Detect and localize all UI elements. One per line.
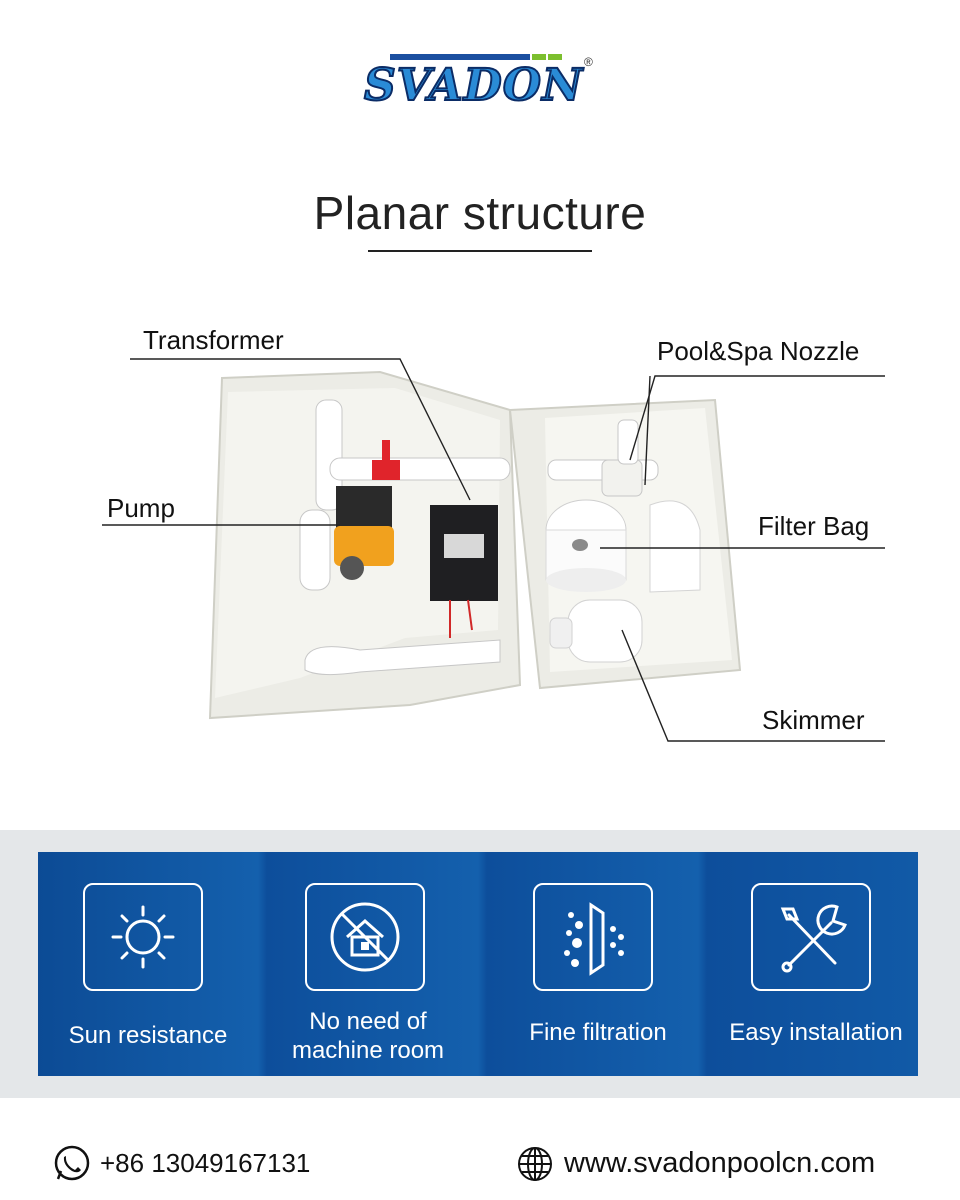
feature-easy-installation: Easy installation — [706, 852, 926, 1076]
callout-transformer: Transformer — [143, 325, 284, 355]
brand-logo: SVADON ® — [362, 48, 602, 112]
logo-wordmark: SVADON — [364, 60, 584, 108]
filtration-icon — [533, 883, 653, 991]
feature-panel: Sun resistance No need of machine room — [38, 852, 918, 1076]
feature-label-line-1: No need of — [309, 1008, 427, 1035]
tools-icon — [751, 883, 871, 991]
callout-skimmer: Skimmer — [762, 705, 865, 735]
callout-filter-bag: Filter Bag — [758, 511, 870, 541]
phone-number[interactable]: +86 13049167131 — [100, 1148, 311, 1178]
callout-pump: Pump — [107, 493, 175, 523]
sun-icon — [83, 883, 203, 991]
feature-sun-resistance: Sun resistance — [38, 852, 258, 1076]
feature-label: Sun resistance — [68, 1022, 228, 1049]
no-house-icon — [305, 883, 425, 991]
feature-label: Easy installation — [729, 1019, 903, 1046]
page-title: Planar structure — [313, 187, 647, 239]
trademark-mark: ® — [584, 55, 593, 69]
feature-no-machine-room: No need of machine room — [258, 852, 478, 1076]
product-photo: Transformer Pool&Spa Nozzle Pump Filter … — [0, 300, 960, 780]
title-underline — [368, 250, 592, 252]
feature-label-line-2: machine room — [291, 1037, 445, 1064]
globe-icon — [516, 1145, 554, 1183]
website-link[interactable]: www.svadonpoolcn.com — [564, 1147, 876, 1179]
feature-fine-filtration: Fine filtration — [488, 852, 708, 1076]
callout-pool-spa-nozzle: Pool&Spa Nozzle — [657, 336, 860, 366]
phone-icon — [52, 1143, 92, 1183]
feature-label: Fine filtration — [529, 1019, 667, 1046]
